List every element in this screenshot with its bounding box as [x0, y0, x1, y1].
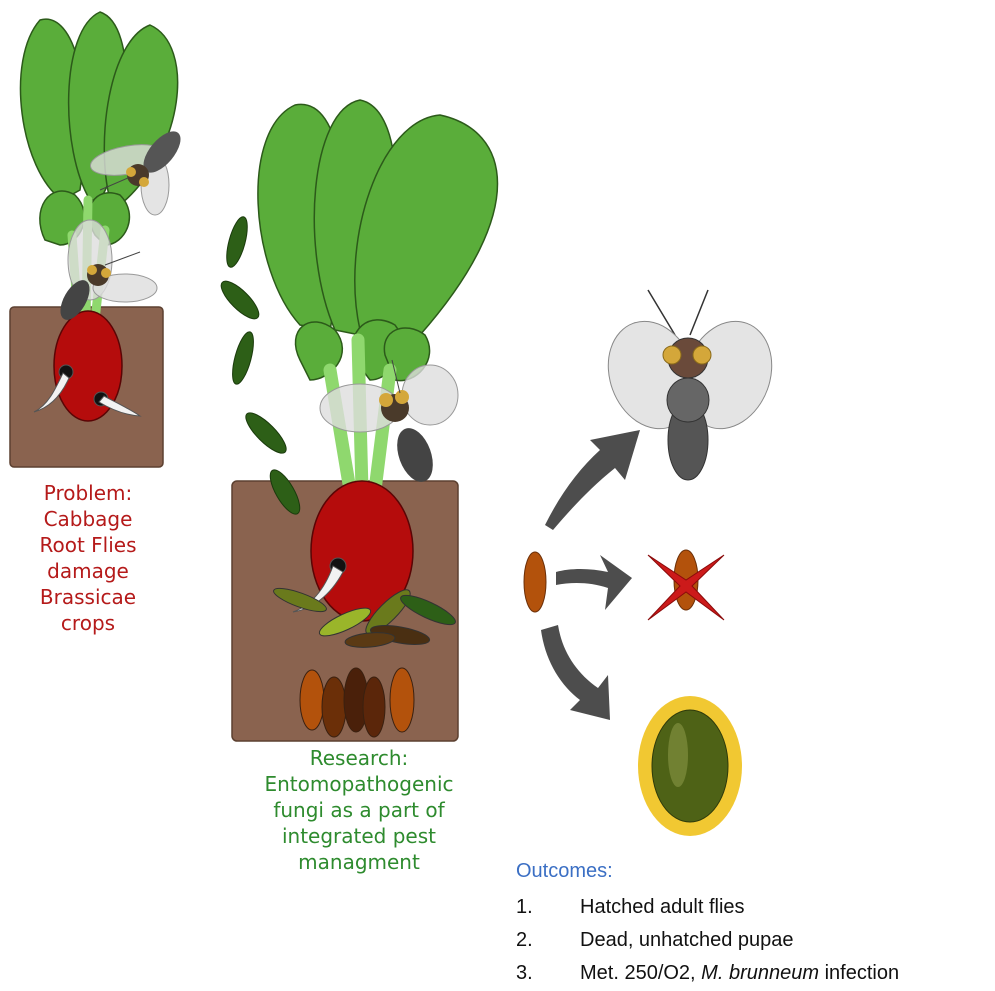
problem-line: damage [18, 558, 158, 584]
outcomes-heading: Outcomes: [516, 860, 992, 883]
research-caption: Research: Entomopathogenic fungi as a pa… [228, 745, 490, 875]
species-name: M. brunneum [701, 962, 819, 984]
arrow-down-right [541, 625, 610, 720]
outcome-number: 1. [516, 896, 580, 919]
dead-pupa-icon [648, 550, 724, 620]
outcome-text-part: Met. 250/O2, [580, 962, 701, 984]
problem-line: Cabbage [18, 506, 158, 532]
outcome-text-part: infection [819, 962, 899, 984]
outcome-text: Hatched adult flies [580, 896, 745, 919]
arrow-up-right [545, 430, 640, 530]
outcome-number: 2. [516, 929, 580, 952]
pupa-icon [524, 552, 546, 612]
outcome-number: 3. [516, 962, 580, 985]
outcome-text: Dead, unhatched pupae [580, 929, 794, 952]
pupae-in-soil [300, 668, 414, 737]
outcome-item: 3. Met. 250/O2, M. brunneum infection [516, 957, 992, 990]
research-heading: Research: [228, 745, 490, 771]
problem-heading: Problem: [18, 480, 158, 506]
problem-line: Brassicae [18, 584, 158, 610]
problem-line: Root Flies [18, 532, 158, 558]
infected-pupa-icon [638, 696, 742, 836]
research-plant [232, 100, 498, 741]
outcome-item: 2. Dead, unhatched pupae [516, 924, 992, 957]
problem-plant [10, 12, 187, 467]
research-line: managment [228, 849, 490, 875]
research-leaves [258, 100, 498, 381]
problem-caption: Problem: Cabbage Root Flies damage Brass… [18, 480, 158, 636]
outcomes-list: Outcomes: 1. Hatched adult flies 2. Dead… [516, 860, 992, 990]
research-line: Entomopathogenic [228, 771, 490, 797]
arrow-right [556, 555, 632, 610]
research-line: integrated pest [228, 823, 490, 849]
outcome-item: 1. Hatched adult flies [516, 891, 992, 924]
research-line: fungi as a part of [228, 797, 490, 823]
arrows [541, 430, 640, 720]
outcome-text: Met. 250/O2, M. brunneum infection [580, 962, 899, 985]
problem-line: crops [18, 610, 158, 636]
